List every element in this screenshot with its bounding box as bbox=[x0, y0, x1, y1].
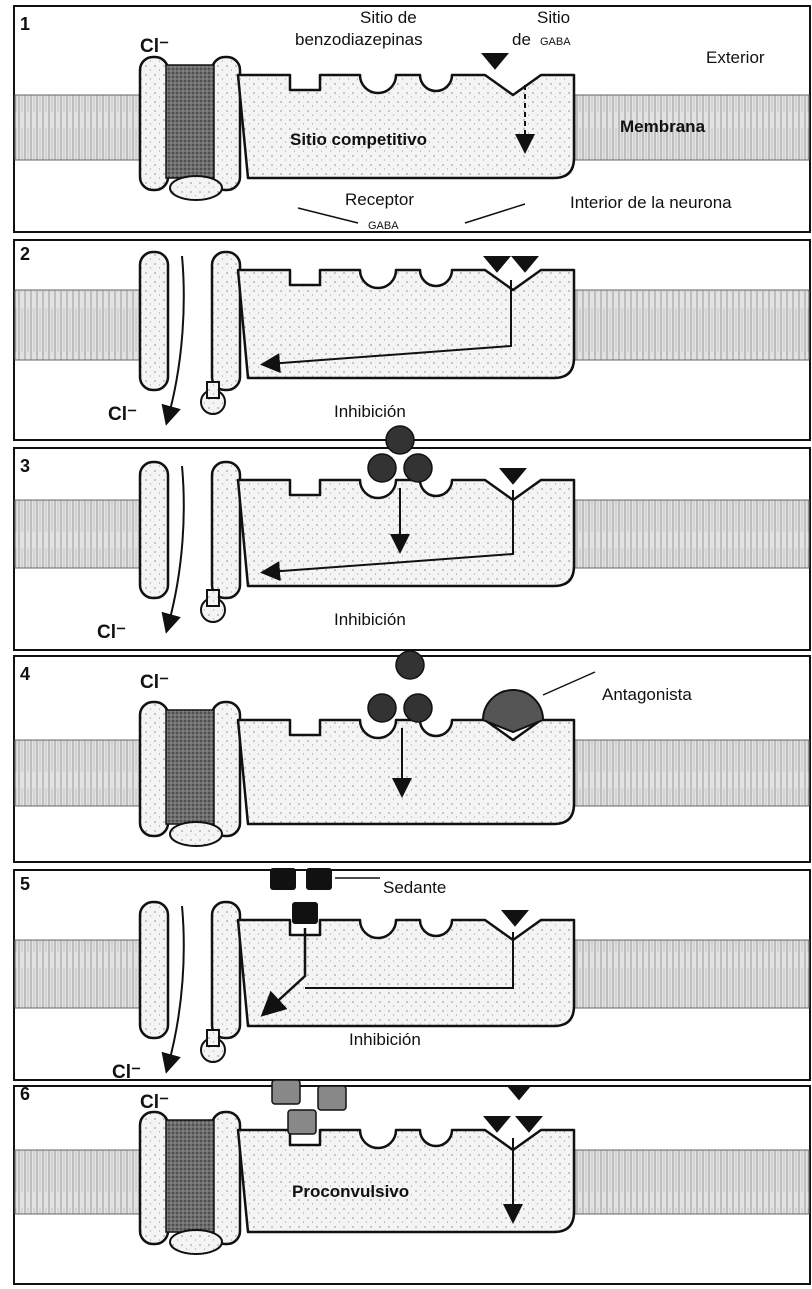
panel-6-membrane-right bbox=[575, 1150, 809, 1214]
panel-2-channel-right bbox=[212, 252, 240, 390]
panel-2-membrane-right bbox=[575, 290, 809, 360]
gaba-site-label-line1: Sitio bbox=[537, 8, 570, 28]
panel-2-membrane-left bbox=[15, 290, 145, 360]
receptor-label-line1: Receptor bbox=[345, 190, 414, 210]
exterior-label: Exterior bbox=[706, 48, 765, 68]
panel-2-channel-left bbox=[140, 252, 168, 390]
panel-5-chloride-label: Cl⁻ bbox=[112, 1062, 141, 1084]
interior-label: Interior de la neurona bbox=[570, 193, 732, 213]
panel-2-chloride-label: Cl⁻ bbox=[108, 404, 137, 426]
panel-1-gaba-molecule bbox=[481, 53, 509, 70]
panel-5-channel-right bbox=[212, 902, 240, 1038]
panel-6-membrane-left bbox=[15, 1150, 145, 1214]
panel-3-benzo-molecule-right bbox=[404, 454, 432, 482]
panel-5-channel-gate-stem bbox=[207, 1030, 219, 1046]
panel-1-gaba-receptor bbox=[238, 75, 574, 178]
panel-2-channel-gate-stem bbox=[207, 382, 219, 398]
panel-2-gaba-molecule-second bbox=[511, 256, 539, 273]
panel-5-sedative-molecule-1 bbox=[270, 868, 296, 890]
panel-1-channel-gate bbox=[170, 176, 222, 200]
panel-1-channel-right bbox=[212, 57, 240, 190]
panel-5-channel-left bbox=[140, 902, 168, 1038]
panel-4-channel-closed-pore bbox=[166, 710, 214, 824]
panel-1-membrane-left bbox=[15, 95, 145, 160]
panel-3-chloride-flow-arrow bbox=[168, 466, 184, 626]
panel-4-benzo-molecule-left bbox=[368, 694, 396, 722]
panel-4-channel-left bbox=[140, 702, 168, 836]
panel-6-chloride-label: Cl⁻ bbox=[140, 1092, 169, 1114]
panel-4-gaba-receptor bbox=[238, 720, 574, 824]
panel-6-gaba-receptor bbox=[238, 1130, 574, 1232]
panel-3-channel-right bbox=[212, 462, 240, 598]
panel-6-channel-right bbox=[212, 1112, 240, 1244]
panel-2-chloride-flow-arrow bbox=[168, 256, 184, 418]
panel-5-number: 5 bbox=[20, 874, 30, 895]
panel-1-number: 1 bbox=[20, 14, 30, 35]
membrane-label: Membrana bbox=[620, 117, 705, 137]
panel-6-proconvulsant-molecule-3 bbox=[288, 1110, 316, 1134]
panel-2-number: 2 bbox=[20, 244, 30, 265]
panel-5-membrane-right bbox=[575, 940, 809, 1008]
panel-4-number: 4 bbox=[20, 664, 30, 685]
competitive-site-label: Sitio competitivo bbox=[290, 130, 427, 150]
panel-4-chloride-label: Cl⁻ bbox=[140, 672, 169, 694]
benzo-site-label-line1: Sitio de bbox=[360, 8, 417, 28]
panel-6-channel-closed-pore bbox=[166, 1120, 214, 1232]
panel-6-number: 6 bbox=[20, 1084, 30, 1105]
panel-4-membrane-left bbox=[15, 740, 145, 806]
panel-5-sedative-molecule-2 bbox=[306, 868, 332, 890]
panel-6-channel-gate bbox=[170, 1230, 222, 1254]
receptor-label-line2: GABA bbox=[368, 220, 399, 233]
panel-5-gaba-molecule bbox=[501, 910, 529, 927]
panel-3-benzo-molecule-left bbox=[368, 454, 396, 482]
panel-1-channel-closed-pore bbox=[166, 65, 214, 178]
panel-3-caption: Inhibición bbox=[334, 610, 406, 630]
panel-3-number: 3 bbox=[20, 456, 30, 477]
sedative-label: Sedante bbox=[383, 878, 446, 898]
panel-6-proconvulsant-molecule-1 bbox=[272, 1080, 300, 1104]
proconvulsive-label: Proconvulsivo bbox=[292, 1182, 409, 1202]
panel-5-sedative-molecule-3 bbox=[292, 902, 318, 924]
panel-4-channel-gate bbox=[170, 822, 222, 846]
gaba-site-label-line2a: de bbox=[512, 30, 531, 50]
panel-6-proconvulsant-molecule-2 bbox=[318, 1086, 346, 1110]
panel-6-channel-left bbox=[140, 1112, 168, 1244]
benzo-site-label-line2: benzodiazepinas bbox=[295, 30, 423, 50]
panel-1-receptor-pointer-left bbox=[298, 208, 358, 223]
panel-6-gaba-molecule-3 bbox=[507, 1086, 531, 1100]
panel-5-chloride-flow-arrow bbox=[168, 906, 184, 1066]
panel-4-antagonist-pointer bbox=[543, 672, 595, 695]
panel-3-benzo-molecule-top bbox=[386, 426, 414, 454]
panel-3-channel-gate-stem bbox=[207, 590, 219, 606]
panel-5-membrane-left bbox=[15, 940, 145, 1008]
antagonist-label: Antagonista bbox=[602, 685, 692, 705]
gaba-site-label-line2b: GABA bbox=[540, 36, 571, 49]
panel-4-benzo-molecule-top bbox=[396, 651, 424, 679]
panel-3-membrane-right bbox=[575, 500, 809, 568]
panel-1-receptor-pointer-right bbox=[465, 204, 525, 223]
panel-1-chloride-label: Cl⁻ bbox=[140, 36, 169, 58]
panel-3-chloride-label: Cl⁻ bbox=[97, 622, 126, 644]
panel-5-gaba-receptor bbox=[238, 920, 574, 1026]
panel-1-channel-left bbox=[140, 57, 168, 190]
panel-3-membrane-left bbox=[15, 500, 145, 568]
panel-5-caption: Inhibición bbox=[349, 1030, 421, 1050]
panel-2-caption: Inhibición bbox=[334, 402, 406, 422]
panel-4-benzo-molecule-right bbox=[404, 694, 432, 722]
panel-3-channel-left bbox=[140, 462, 168, 598]
panel-4-channel-right bbox=[212, 702, 240, 836]
panel-4-membrane-right bbox=[575, 740, 809, 806]
panel-3-gaba-molecule bbox=[499, 468, 527, 485]
